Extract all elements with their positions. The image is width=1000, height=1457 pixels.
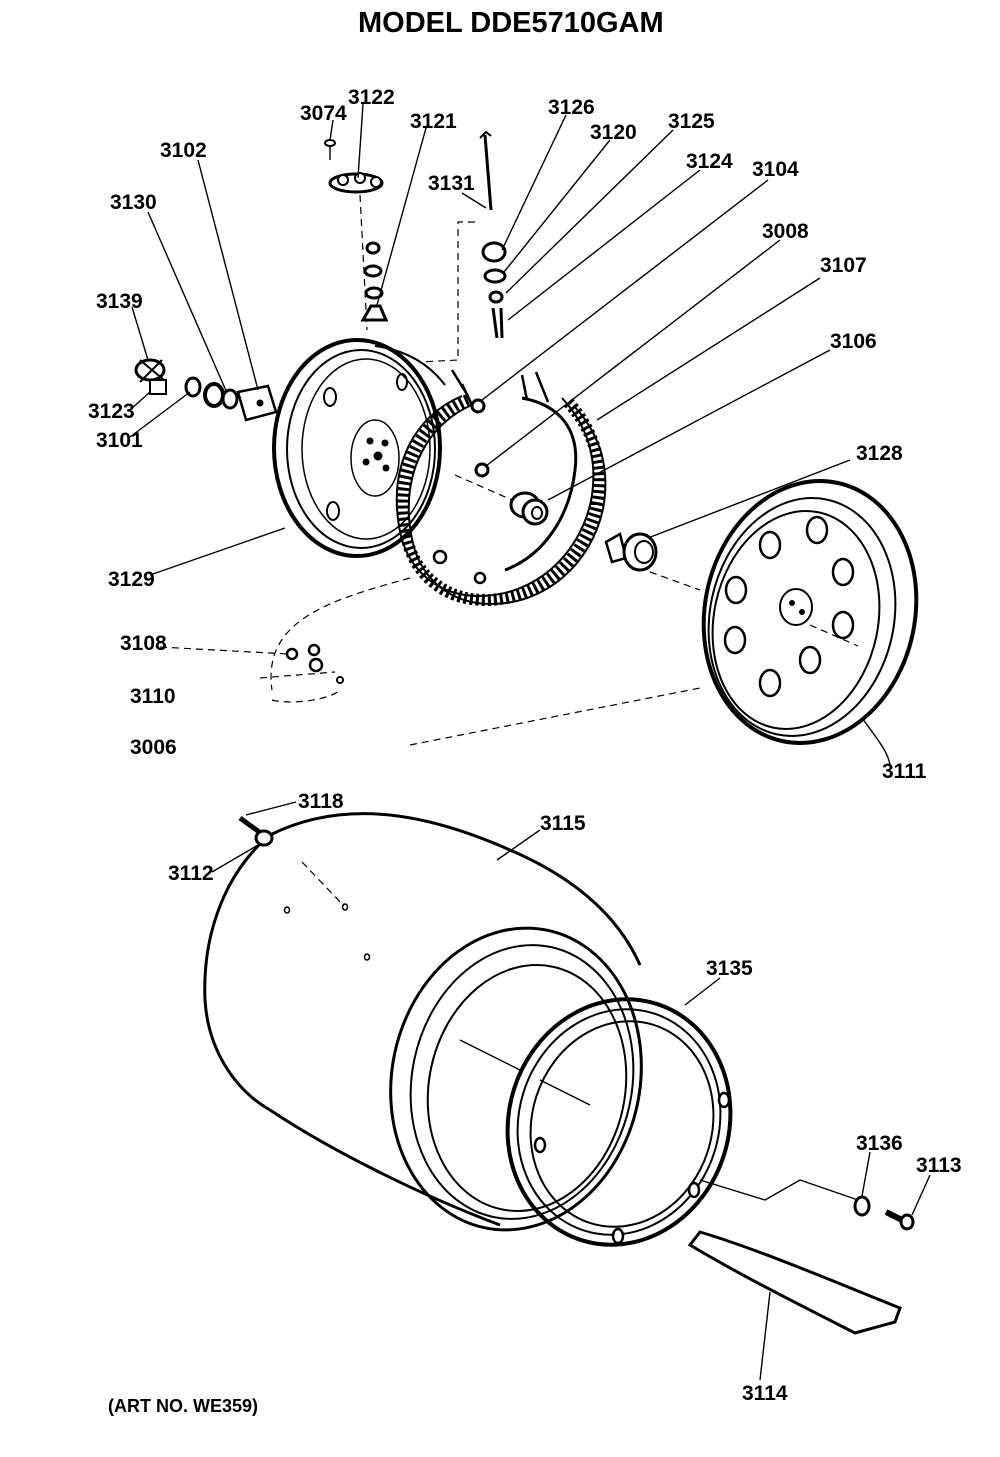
- label-3111: 3111: [882, 760, 927, 783]
- small-fasteners: [159, 577, 701, 746]
- drum-shaft: [604, 532, 701, 591]
- label-3120: 3120: [590, 121, 637, 144]
- label-3128: 3128: [856, 442, 903, 465]
- drum-screws: [238, 815, 274, 847]
- label-3114: 3114: [742, 1382, 788, 1405]
- leader-lines: [129, 103, 931, 1381]
- top-fastener-stack: [324, 139, 389, 331]
- label-3126: 3126: [548, 96, 595, 119]
- label-3122: 3122: [348, 86, 395, 109]
- label-3123: 3123: [88, 400, 135, 423]
- label-3113: 3113: [916, 1154, 962, 1177]
- part-labels: 3074 3122 3121 3126 3120 3125 3124 3104 …: [88, 86, 962, 1405]
- label-3118: 3118: [298, 790, 344, 813]
- art-number: (ART NO. WE359): [108, 1396, 258, 1416]
- label-3107: 3107: [820, 254, 867, 277]
- label-3136: 3136: [856, 1132, 903, 1155]
- label-3125: 3125: [668, 110, 715, 133]
- label-3135: 3135: [706, 957, 753, 980]
- label-3121: 3121: [410, 110, 457, 133]
- drum: [203, 812, 643, 1232]
- label-3102: 3102: [160, 139, 207, 162]
- baffle-screws: [853, 1195, 915, 1231]
- label-3108: 3108: [120, 632, 167, 655]
- bearing-assembly: [134, 358, 278, 422]
- label-3008: 3008: [762, 220, 809, 243]
- stud-assembly: [419, 130, 507, 363]
- label-3130: 3130: [110, 191, 157, 214]
- label-3129: 3129: [108, 568, 155, 591]
- drum-back: [701, 479, 919, 745]
- heater-ring: [395, 369, 607, 607]
- label-3115: 3115: [540, 812, 586, 835]
- label-3006: 3006: [130, 736, 177, 759]
- label-3074: 3074: [300, 102, 347, 125]
- drum-baffle: [687, 1230, 902, 1335]
- rear-bulkhead: [272, 338, 446, 558]
- label-3104: 3104: [752, 158, 799, 181]
- model-title: MODEL DDE5710GAM: [358, 7, 664, 39]
- label-3101: 3101: [96, 429, 143, 452]
- drum-bearing-hub: [454, 474, 549, 526]
- label-3106: 3106: [830, 330, 877, 353]
- label-3112: 3112: [168, 862, 214, 885]
- label-3110: 3110: [130, 685, 176, 708]
- drum-front-ring: [505, 997, 859, 1247]
- label-3124: 3124: [686, 150, 733, 173]
- label-3139: 3139: [96, 290, 143, 313]
- label-3131: 3131: [428, 172, 475, 195]
